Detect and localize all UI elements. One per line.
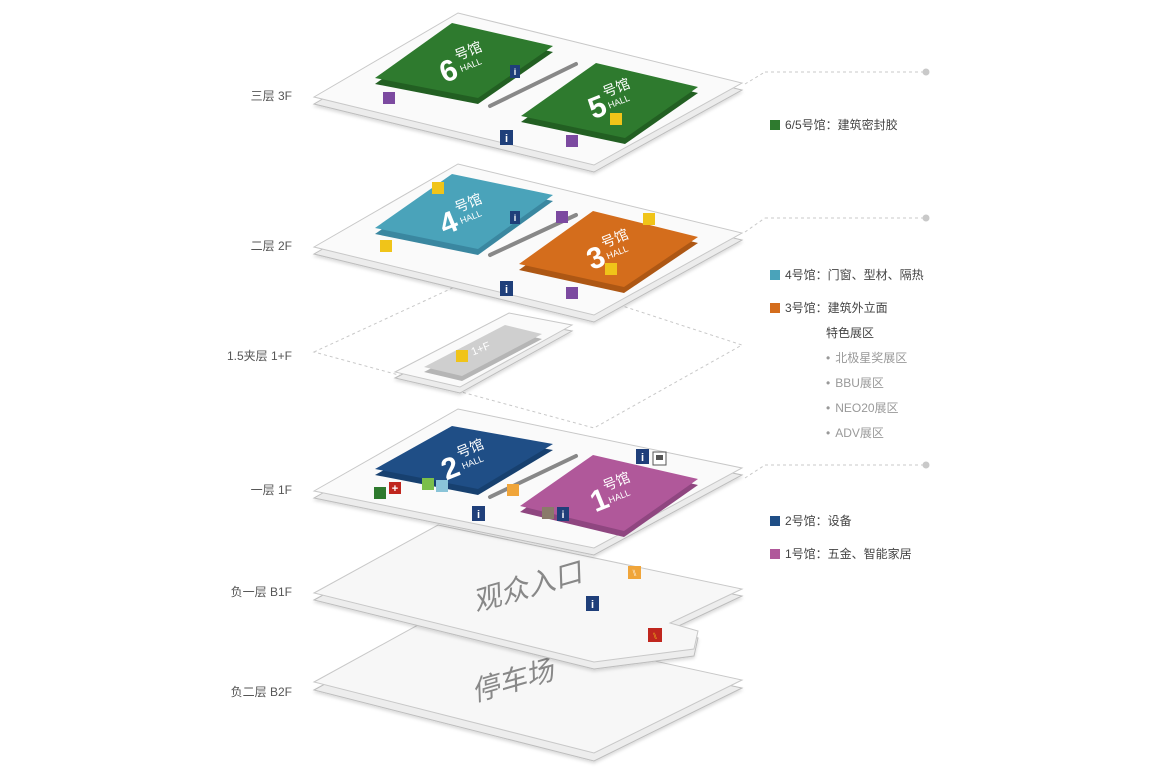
- accessible-icon: [566, 287, 578, 299]
- floor-b2[interactable]: 停车场: [312, 613, 744, 762]
- exhibit-icon: [456, 350, 468, 362]
- svg-text:i: i: [562, 510, 565, 521]
- legend-sub-item: •ADV展区: [826, 426, 884, 440]
- legend-sub-item: •北极星奖展区: [826, 351, 908, 365]
- leader-dots: [922, 68, 930, 469]
- service-icon: [507, 484, 519, 496]
- svg-text:⑊: ⑊: [652, 631, 657, 641]
- legend-label: 1号馆：五金、智能家居: [785, 547, 912, 561]
- exhibit-icon: [432, 182, 444, 194]
- info-icon: i: [557, 507, 569, 521]
- accessible-icon: [556, 211, 568, 223]
- floor-label-2f: 二层 2F: [250, 239, 292, 253]
- exhibit-icon: [643, 213, 655, 225]
- floor-label-3f: 三层 3F: [250, 89, 292, 103]
- floor-label-b2: 负二层 B2F: [230, 685, 292, 699]
- amenity-icon: [422, 478, 448, 492]
- leader-lines: [744, 71, 925, 479]
- hall-5[interactable]: 5 号馆 HALL: [521, 63, 698, 144]
- info-icon: i: [636, 449, 649, 464]
- accessible-icon: [566, 135, 578, 147]
- legend-label: 4号馆：门窗、型材、隔热: [785, 268, 924, 282]
- mezz-block[interactable]: 1+F: [424, 325, 542, 381]
- legend-swatch: [770, 302, 780, 313]
- svg-text:⑊: ⑊: [632, 568, 637, 578]
- floor-1f[interactable]: 2 号馆 HALL 1 号馆 HALL i i i +: [312, 408, 744, 556]
- floor-b1[interactable]: 观众入口 ⑊ i ⑊: [312, 524, 744, 670]
- legend-swatch: [770, 548, 780, 559]
- exhibit-icon: [380, 240, 392, 252]
- legend-hall-2: 2号馆：设备: [770, 512, 852, 529]
- legend-sub-item: •BBU展区: [826, 376, 884, 390]
- svg-text:i: i: [505, 284, 508, 296]
- floor-label-mezz: 1.5夹层 1+F: [226, 349, 292, 363]
- legend-swatch: [770, 119, 780, 130]
- hall-6[interactable]: 6 号馆 HALL: [375, 23, 553, 104]
- legend-label: 6/5号馆：建筑密封胶: [785, 118, 898, 132]
- svg-text:+: +: [392, 483, 398, 495]
- floor-2f[interactable]: 4 号馆 HALL 3 号馆 HALL i i: [312, 163, 744, 323]
- svg-text:i: i: [477, 509, 480, 521]
- svg-text:i: i: [514, 67, 517, 77]
- info-icon: i: [510, 211, 520, 224]
- restroom-icon: [542, 507, 554, 519]
- legend-hall-1: 1号馆：五金、智能家居: [770, 545, 912, 562]
- legend-swatch: [770, 515, 780, 526]
- hall-3[interactable]: 3 号馆 HALL: [519, 211, 698, 293]
- floor-mezz[interactable]: 1+F: [312, 265, 744, 429]
- floor-label-b1: 负一层 B1F: [230, 585, 292, 599]
- hall-2[interactable]: 2 号馆 HALL: [375, 426, 553, 495]
- svg-text:i: i: [591, 599, 594, 611]
- exhibit-icon: [610, 113, 622, 125]
- accessible-icon: [383, 92, 395, 104]
- food-icon: ⑊: [628, 566, 641, 579]
- info-icon: i: [472, 506, 485, 521]
- legend-label: 3号馆：建筑外立面: [785, 301, 888, 315]
- info-icon: i: [500, 130, 513, 145]
- floor-3f[interactable]: 6 号馆 HALL 5 号馆 HALL i i: [312, 12, 744, 173]
- hall-4[interactable]: 4 号馆 HALL: [375, 174, 553, 255]
- legend-label: 2号馆：设备: [785, 514, 852, 528]
- svg-text:i: i: [505, 133, 508, 145]
- info-icon: i: [500, 281, 513, 296]
- legend-special: 特色展区: [826, 326, 875, 340]
- dining-icon: ⑊: [648, 628, 662, 642]
- corridor-divider-1f: [488, 454, 578, 499]
- legend-hall-3: 3号馆：建筑外立面: [770, 299, 888, 316]
- legend-sub-item: •NEO20展区: [826, 401, 899, 415]
- corridor-divider-3f: [488, 62, 578, 108]
- info-icon: i: [586, 596, 599, 611]
- exhibit-icon: [605, 263, 617, 275]
- legend-hall-6-5: 6/5号馆：建筑密封胶: [770, 116, 898, 133]
- legend-swatch: [770, 269, 780, 280]
- first-aid-icon: +: [374, 482, 401, 499]
- bus-icon: [652, 451, 667, 466]
- info-icon: i: [510, 65, 520, 78]
- svg-text:i: i: [641, 452, 644, 464]
- legend-hall-4: 4号馆：门窗、型材、隔热: [770, 266, 924, 283]
- svg-text:i: i: [514, 213, 517, 223]
- floor-label-1f: 一层 1F: [250, 483, 292, 497]
